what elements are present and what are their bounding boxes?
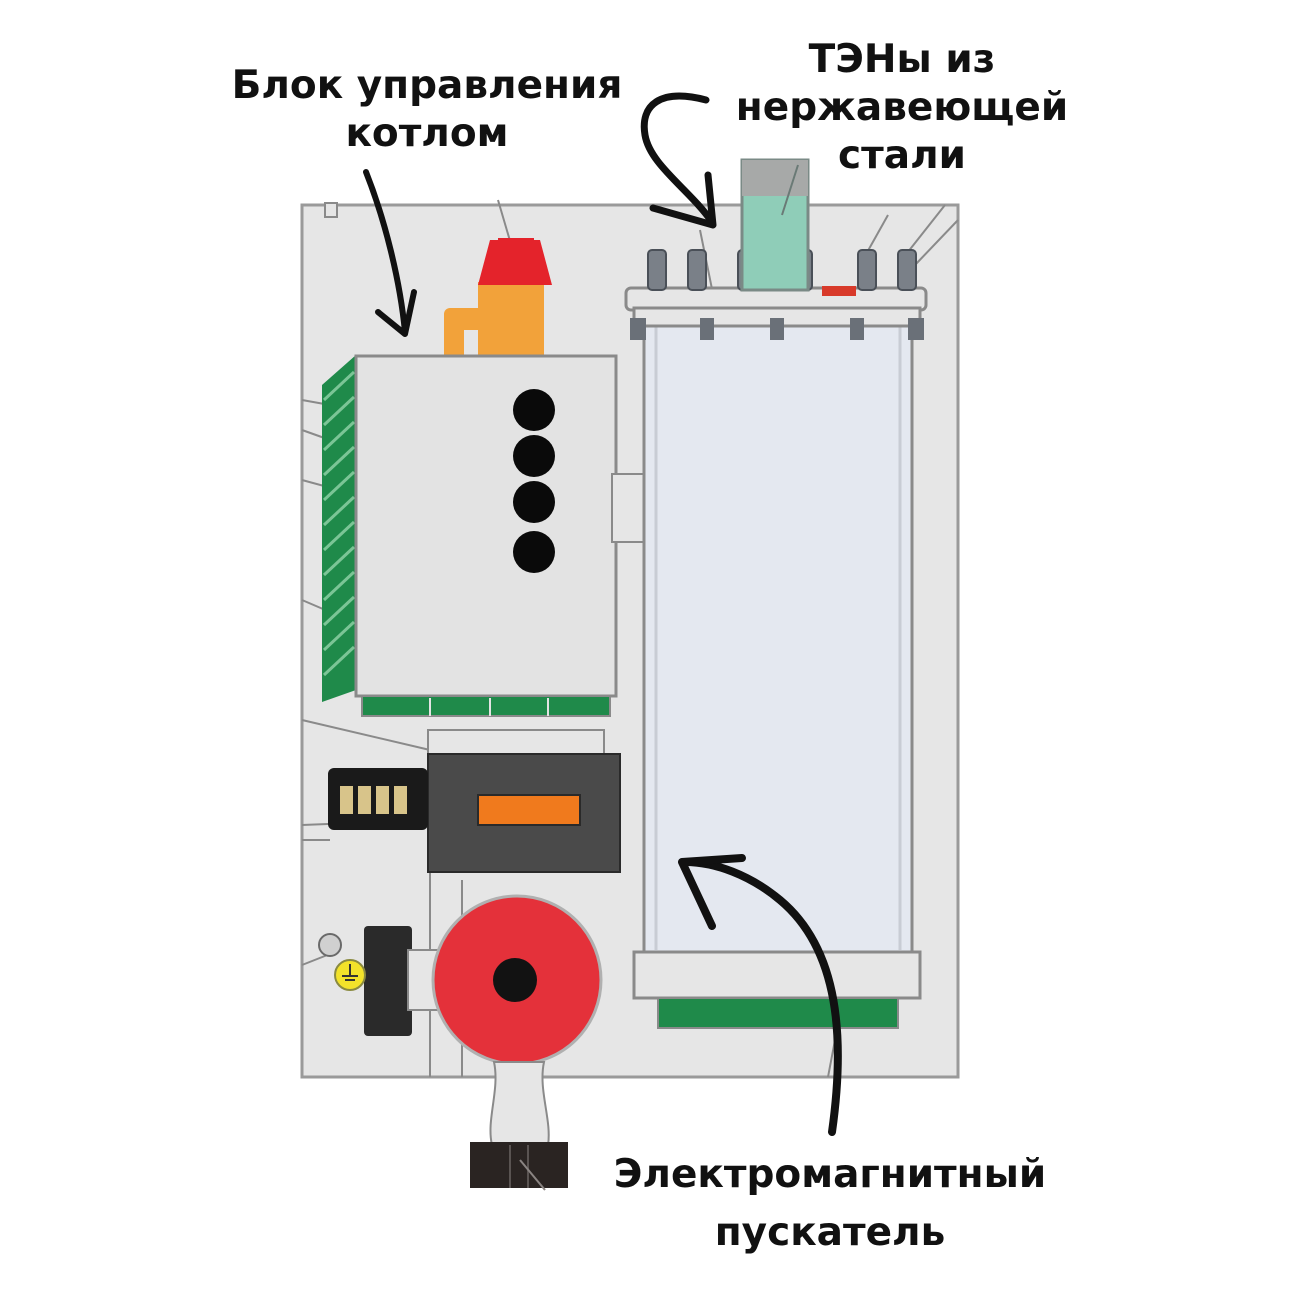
safety-valve [444,238,552,358]
control-unit-label-line1: Блок управления [231,63,623,108]
circulation-pump [364,894,603,1191]
electromagnetic-contactor [427,729,621,873]
heating-elements-label: ТЭНы из нержавеющей стали [716,36,1088,180]
contactor-label-line1: Электромагнитный [613,1152,1047,1197]
control-unit-box [354,354,647,717]
contactor-label-line2: пускатель [714,1210,946,1255]
heating-tank [624,286,928,1029]
heating-elements-label-line3: стали [838,133,966,178]
thermal-fuse [822,286,856,296]
heating-elements-label-line2: нержавеющей [735,85,1069,130]
indicator-lamp-icon [513,435,555,477]
pressure-indicator [318,933,342,957]
pointer-arrow-icon [678,854,842,1136]
terminal-block [328,768,428,830]
ground-terminal-icon [334,959,366,991]
indicator-lamp-icon [513,481,555,523]
indicator-lamp-icon [513,389,555,431]
pointer-arrow-icon [640,92,717,229]
contactor-label: Электромагнитный пускатель [590,1146,1070,1262]
control-unit-label: Блок управления котлом [212,62,642,158]
control-unit-label-line2: котлом [345,111,509,156]
indicator-lamp-icon [513,531,555,573]
heating-elements-label-line1: ТЭНы из [808,37,996,82]
temperature-sensor [740,158,810,292]
pointer-arrow-icon [363,169,417,337]
heatsink-radiator [322,355,356,702]
